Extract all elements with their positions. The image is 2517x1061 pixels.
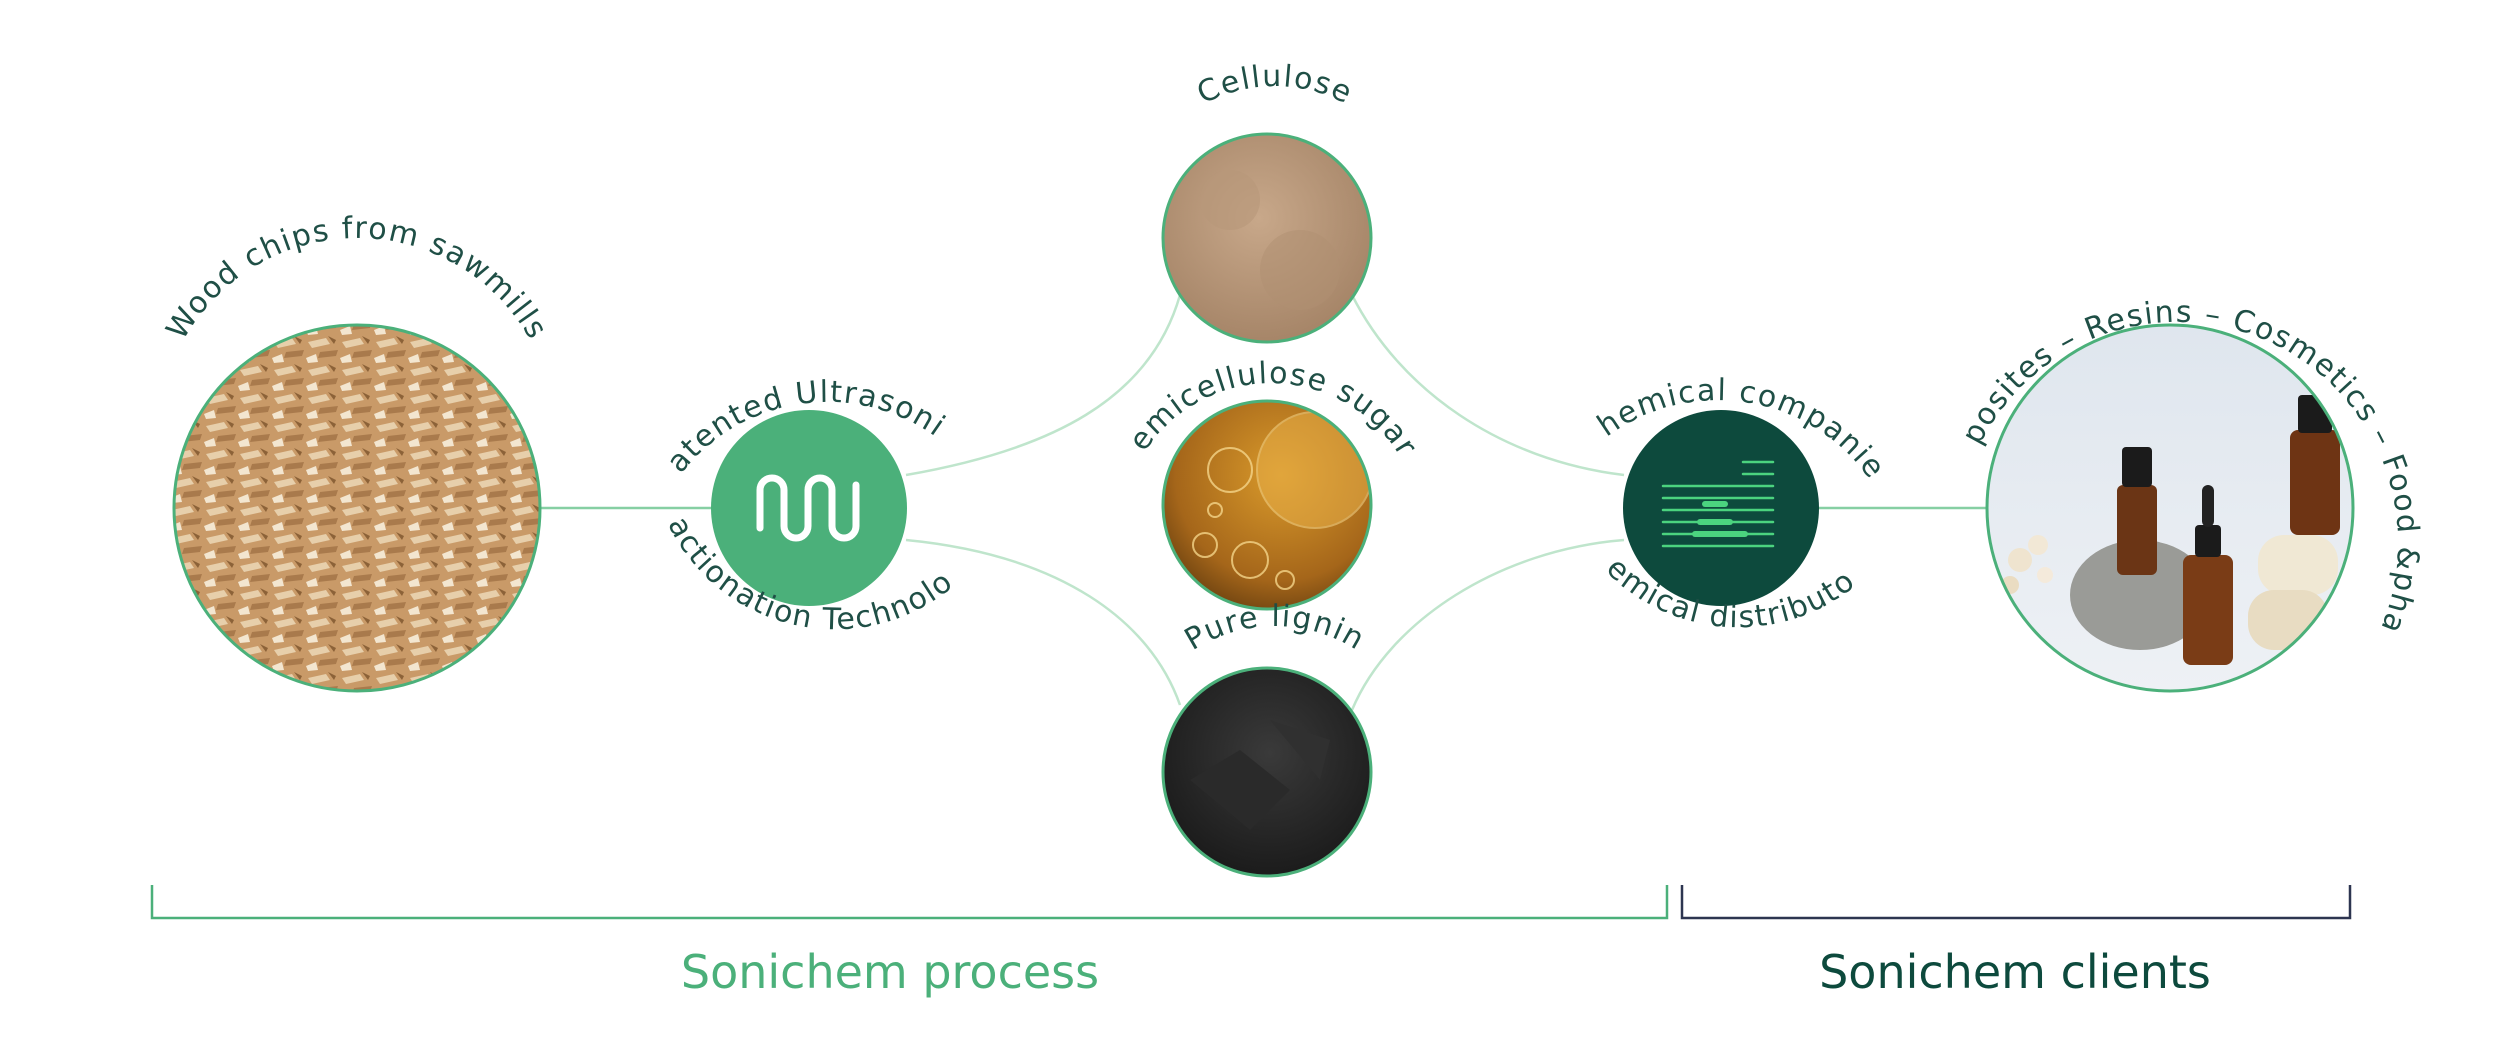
connectors <box>540 294 1988 711</box>
cosmetics-bottles-photo <box>1987 325 2353 691</box>
bracket-clients: Sonichem clients <box>1680 885 2352 999</box>
connector-tech-cellulose <box>905 294 1182 477</box>
node-lignin: Pure lignin <box>1161 599 1373 878</box>
connector-tech-lignin <box>905 538 1182 706</box>
svg-text:Cellulose: Cellulose <box>1192 59 1358 111</box>
cellulose-label: Cellulose <box>1192 59 1357 111</box>
wave-icon <box>756 474 860 542</box>
lignin-label: Pure lignin <box>1179 599 1370 658</box>
bracket-process: Sonichem process <box>150 885 1669 999</box>
node-cellulose: Cellulose <box>1161 59 1373 344</box>
svg-text:Pure lignin: Pure lignin <box>1179 599 1371 658</box>
clients-label: Sonichem clients <box>1819 945 2211 999</box>
oil-bubbles-photo <box>1163 401 1371 609</box>
black-lignin-photo <box>1163 668 1371 876</box>
node-wood-chips: Wood chips from sawmills <box>160 211 553 693</box>
connector-cellulose-chem <box>1350 294 1625 477</box>
process-label: Sonichem process <box>681 945 1099 999</box>
cellulose-powder-photo <box>1163 134 1371 342</box>
wood-chips-photo <box>174 325 540 691</box>
bars-icon <box>1661 460 1775 548</box>
connector-lignin-chem <box>1350 538 1625 711</box>
